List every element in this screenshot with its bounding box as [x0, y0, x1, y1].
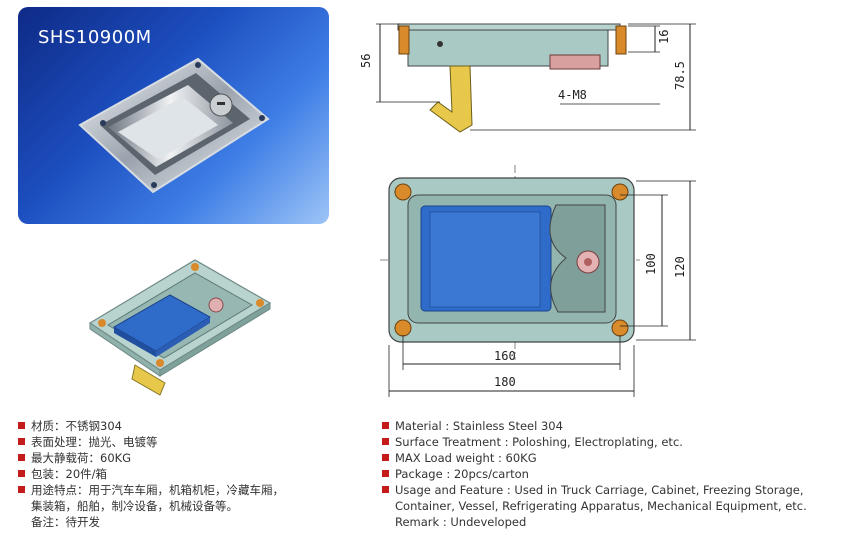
- spec-row: MAX Load weight : 60KG: [382, 450, 842, 466]
- bullet-icon: [18, 454, 25, 461]
- spec-row: 备注：待开发: [18, 514, 348, 530]
- spec-text: 表面处理：抛光、电镀等: [31, 435, 158, 449]
- spec-text: Remark : Undeveloped: [395, 515, 527, 529]
- spec-row: 包装：20件/箱: [18, 466, 348, 482]
- product-photo-card: SHS10900M: [18, 7, 329, 224]
- spec-row: Remark : Undeveloped: [382, 514, 842, 530]
- dim-56: 56: [359, 54, 373, 68]
- spec-text: 包装：20件/箱: [31, 467, 108, 481]
- spec-text: Surface Treatment : Poloshing, Electropl…: [395, 435, 683, 449]
- dim-160: 160: [494, 349, 516, 363]
- spec-text: Container, Vessel, Refrigerating Apparat…: [395, 499, 807, 513]
- bullet-icon: [382, 470, 389, 477]
- dim-4-m8: 4-M8: [558, 88, 587, 102]
- top-view: 100 120 160 180: [380, 165, 696, 397]
- spec-text: 材质：不锈钢304: [31, 419, 122, 433]
- spec-row: Container, Vessel, Refrigerating Apparat…: [382, 498, 842, 514]
- bullet-icon: [382, 422, 389, 429]
- stainless-latch-photo: [78, 57, 270, 194]
- isometric-render: [88, 259, 272, 396]
- spec-row: 集装箱，船舶，制冷设备，机械设备等。: [18, 498, 348, 514]
- spec-list-english: Material : Stainless Steel 304 Surface T…: [382, 418, 842, 530]
- spec-text: 备注：待开发: [31, 515, 100, 529]
- spec-text: 用途特点：用于汽车车厢，机箱机柜，冷藏车厢，: [31, 483, 284, 497]
- bullet-icon: [382, 438, 389, 445]
- spec-row: Material : Stainless Steel 304: [382, 418, 842, 434]
- bullet-icon: [18, 422, 25, 429]
- side-view: 56 16 78.5 4-M8: [359, 23, 696, 133]
- spec-row: Surface Treatment : Poloshing, Electropl…: [382, 434, 842, 450]
- technical-drawing: 56 16 78.5 4-M8 100 120: [359, 23, 696, 397]
- bullet-icon: [18, 438, 25, 445]
- dim-78-5: 78.5: [673, 61, 687, 90]
- model-title: SHS10900M: [38, 27, 152, 48]
- dim-120: 120: [673, 256, 687, 278]
- bullet-icon: [382, 454, 389, 461]
- spec-list-chinese: 材质：不锈钢304 表面处理：抛光、电镀等 最大静载荷：60KG 包装：20件/…: [18, 418, 348, 530]
- spec-text: MAX Load weight : 60KG: [395, 451, 537, 465]
- spec-row: Usage and Feature : Used in Truck Carria…: [382, 482, 842, 498]
- spec-text: Usage and Feature : Used in Truck Carria…: [395, 483, 804, 497]
- dim-180: 180: [494, 375, 516, 389]
- spec-row: 表面处理：抛光、电镀等: [18, 434, 348, 450]
- spec-text: 集装箱，船舶，制冷设备，机械设备等。: [31, 499, 238, 513]
- spec-text: 最大静载荷：60KG: [31, 451, 132, 465]
- spec-row: 用途特点：用于汽车车厢，机箱机柜，冷藏车厢，: [18, 482, 348, 498]
- dim-16: 16: [657, 30, 671, 44]
- spec-row: 最大静载荷：60KG: [18, 450, 348, 466]
- spec-row: 材质：不锈钢304: [18, 418, 348, 434]
- bullet-icon: [18, 486, 25, 493]
- spec-row: Package : 20pcs/carton: [382, 466, 842, 482]
- spec-text: Package : 20pcs/carton: [395, 467, 529, 481]
- spec-text: Material : Stainless Steel 304: [395, 419, 563, 433]
- dim-100: 100: [644, 253, 658, 275]
- bullet-icon: [382, 486, 389, 493]
- bullet-icon: [18, 470, 25, 477]
